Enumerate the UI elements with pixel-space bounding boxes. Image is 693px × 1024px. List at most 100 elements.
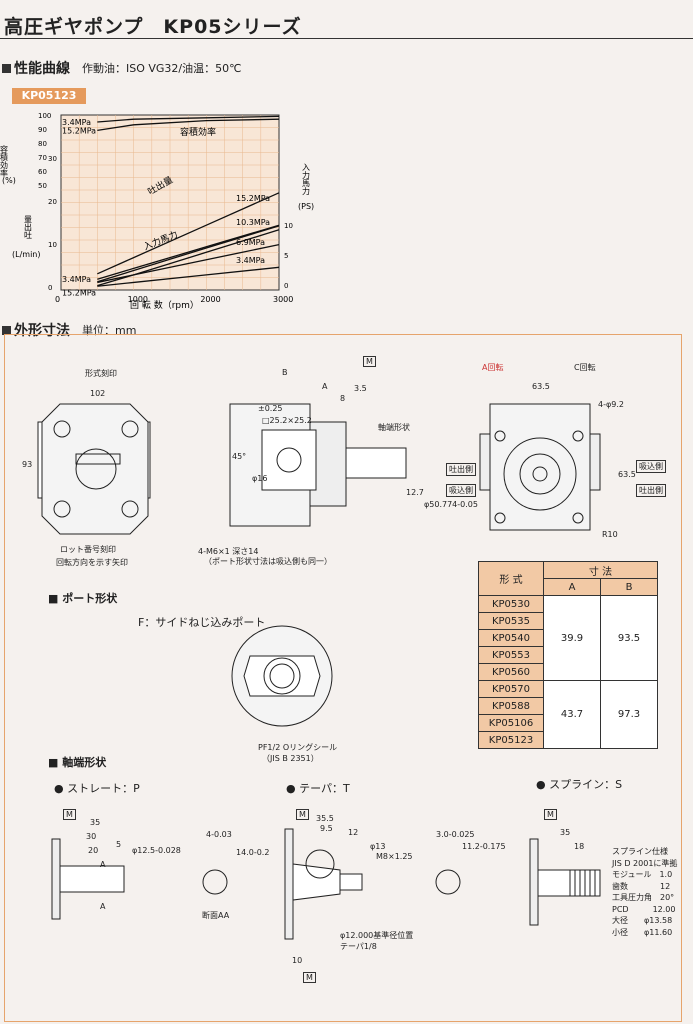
series-label: 15.2MPa <box>236 194 270 203</box>
chart-series-labels: 3.4MPa15.2MPa3.4MPa15.2MPa15.2MPa10.3MPa… <box>62 118 270 298</box>
page-title: 高圧ギヤポンプ KP05シリーズ <box>4 16 302 38</box>
straight-dim-20: 20 <box>88 846 99 855</box>
taper-dim-10: 10 <box>292 956 303 965</box>
straight-dim-phi: φ12.5-0.028 <box>132 846 181 855</box>
series-label: 6.9MPa <box>236 238 265 247</box>
label-lot: ロット番号刻印 <box>60 545 116 554</box>
series-line <box>97 192 280 275</box>
label-shaft-shape: 軸端形状 <box>378 423 410 432</box>
dim-45deg: 45° <box>232 452 247 461</box>
y-left-flow-unit: (L/min) <box>12 250 40 259</box>
shaft-title: ■ 軸端形状 <box>48 756 107 769</box>
table-model-cell: KP0553 <box>478 646 544 664</box>
spline-dim-18: 18 <box>574 842 585 851</box>
label-c-rotation: C回転 <box>574 363 596 372</box>
spline-spec-item: PCD 12.00 <box>612 904 676 914</box>
straight-dim-5: 5 <box>116 840 122 849</box>
series-line <box>97 229 280 287</box>
port-title-text: ポート形状 <box>62 592 118 605</box>
table-model-cell: KP0588 <box>478 697 544 715</box>
section-square-icon <box>2 326 11 335</box>
series-label: 3.4MPa <box>62 275 91 284</box>
title-rule <box>0 38 693 39</box>
spline-shaft-drawing <box>529 838 601 926</box>
table-model-cell: KP0560 <box>478 663 544 681</box>
straight-section-A-top: A <box>100 860 106 869</box>
series-label: 3.4MPa <box>62 118 91 127</box>
group-label-efficiency: 容積効率 <box>180 126 216 138</box>
taper-ratio: テーパ1/8 <box>340 942 377 951</box>
series-line <box>97 115 280 123</box>
dim-B: B <box>282 368 288 377</box>
dim-square: □25.2×25.2 <box>262 416 312 425</box>
y-eff-tick-label: 80 <box>38 140 47 148</box>
x-tick-label: 1000 <box>128 295 148 304</box>
table-model-cell: KP0535 <box>478 612 544 630</box>
spline-spec-item: 工具圧力角 20° <box>612 893 675 902</box>
dim-A: A <box>322 382 328 391</box>
performance-section-title: 性能曲線 <box>2 58 70 78</box>
label-holes: 4-φ9.2 <box>598 400 624 409</box>
table-header-model: 形 式 <box>478 561 544 596</box>
shaft-spline-label: ● スプライン：S <box>536 778 623 791</box>
label-stamp: 形式刻印 <box>85 369 117 378</box>
spline-spec-item: 歯数 12 <box>612 881 671 891</box>
y-right-tick-label: 0 <box>284 282 288 290</box>
table-header-dims: 寸 法 <box>543 561 658 579</box>
table-row: KP0560 <box>478 663 658 681</box>
dim-63-5-side: 63.5 <box>618 470 636 479</box>
rear-view <box>479 403 601 531</box>
label-discharge: 吐出側 <box>446 463 476 476</box>
straight-depth: 14.0-0.2 <box>236 848 270 857</box>
table-model-cell: KP0540 <box>478 629 544 647</box>
y-right-label: 入力馬力 <box>302 163 311 196</box>
spline-dim-35: 35 <box>560 828 571 837</box>
spline-spec-item: スプライン仕様 <box>612 847 668 856</box>
outline-unit: 単位：mm <box>82 324 137 337</box>
table-header-a: A <box>543 578 601 596</box>
spline-spec-item: JIS D 2001に準拠 <box>612 858 678 868</box>
label-tap-note: （ポート形状寸法は吸込側も同一） <box>204 557 332 566</box>
spline-spec-item: 大径 φ13.58 <box>612 916 673 925</box>
straight-dim-35: 35 <box>90 818 101 827</box>
label-discharge-rear: 吐出側 <box>636 484 666 497</box>
series-label: 15.2MPa <box>62 126 96 135</box>
outline-title-text: 外形寸法 <box>14 323 70 339</box>
shaft-straight-label-text: ストレート：P <box>67 782 140 795</box>
y-right-tick-label: 10 <box>284 222 293 230</box>
shaft-straight-label: ● ストレート：P <box>54 782 140 795</box>
y-left-eff-unit: (%) <box>2 176 16 185</box>
performance-chart: 3.4MPa15.2MPa3.4MPa15.2MPa15.2MPa10.3MPa… <box>0 112 314 311</box>
performance-conditions: 作動油：ISO VG32/油温：50℃ <box>82 62 242 75</box>
taper-dim-35-5: 35.5 <box>316 814 334 823</box>
taper-thread: M8×1.25 <box>376 852 413 861</box>
series-line <box>97 266 280 287</box>
straight-datum-M: M <box>63 809 76 820</box>
series-label: 3.4MPa <box>236 256 265 265</box>
y-eff-tick-label: 60 <box>38 168 47 176</box>
side-view <box>229 403 407 527</box>
series-line <box>97 244 280 284</box>
y-flow-tick-label: 10 <box>48 241 57 249</box>
y-flow-tick-label: 20 <box>48 198 57 206</box>
table-header-b: B <box>600 578 658 596</box>
label-suction: 吸込側 <box>446 484 476 497</box>
taper-shaft-drawing <box>284 828 461 940</box>
table-model-cell: KP0530 <box>478 595 544 613</box>
dim-phi16: φ16 <box>252 474 268 483</box>
straight-shaft-drawing <box>51 838 228 920</box>
spline-datum-M: M <box>544 809 557 820</box>
port-note-1: PF1/2 Oリングシール <box>258 743 338 752</box>
y-left-flow-label: 量出吐 <box>24 215 33 239</box>
port-note-2: （JIS B 2351） <box>262 754 319 763</box>
taper-dim-12: 12 <box>348 828 359 837</box>
x-tick-label: 2000 <box>200 295 220 304</box>
series-label: 15.2MPa <box>62 289 96 298</box>
series-line <box>97 224 280 280</box>
chart-grid <box>61 115 279 290</box>
model-badge: KP05123 <box>12 88 86 104</box>
y-flow-tick-label: 0 <box>48 284 52 292</box>
